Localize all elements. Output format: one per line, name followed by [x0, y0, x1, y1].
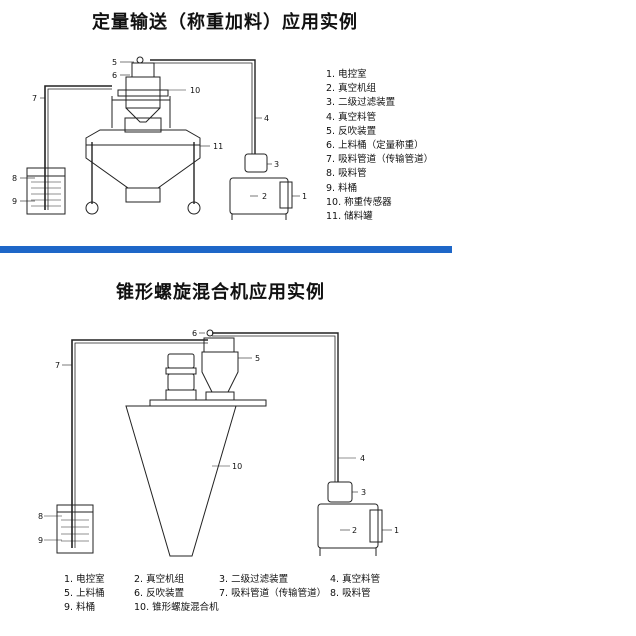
legend-item: 4. 真空料管 [326, 111, 377, 123]
callout-6: 6 [112, 71, 117, 80]
legend-item: 5. 上料桶 [64, 588, 105, 599]
vacuum-unit-2b [317, 503, 379, 549]
callout-11: 11 [213, 142, 223, 151]
feeding-hopper-6 [131, 62, 155, 78]
callout-3b: 3 [361, 488, 366, 497]
legend-item: 10. 称重传感器 [326, 196, 392, 208]
legend-item: 11. 储料罐 [326, 211, 373, 223]
legend-item: 7. 吸料管道（传输管道） [326, 154, 434, 166]
callout-2b: 2 [352, 526, 357, 535]
callout-8b: 8 [38, 512, 43, 521]
callout-3: 3 [274, 160, 279, 169]
callout-9: 9 [12, 197, 17, 206]
callout-2: 2 [262, 192, 267, 201]
legend-item: 1. 电控室 [64, 574, 105, 585]
legend-item: 8. 吸料管 [330, 588, 371, 599]
suction-pipe-7 [44, 85, 112, 210]
legend-item: 10. 锥形螺旋混合机 [134, 602, 219, 613]
callout-9b: 9 [38, 536, 43, 545]
callout-6b: 6 [192, 329, 197, 338]
page-title-bottom: 锥形螺旋混合机应用实例 [116, 282, 325, 303]
legend-item: 6. 上料桶（定量称重） [326, 140, 424, 152]
vacuum-pipe-4 [150, 59, 256, 154]
legend-item: 9. 料桶 [326, 182, 358, 194]
legend-item: 4. 真空料管 [330, 574, 381, 585]
callout-4b: 4 [360, 454, 365, 463]
backflush-valve-6b [206, 329, 214, 337]
callout-4: 4 [264, 114, 269, 123]
legend-item: 1. 电控室 [326, 69, 367, 80]
feeding-hopper-5b [201, 351, 239, 393]
legend-item: 6. 反吹装置 [134, 588, 185, 599]
callout-10b: 10 [232, 462, 242, 471]
page-title-top: 定量输送（称重加料）应用实例 [92, 12, 358, 33]
vacuum-unit-2 [229, 177, 289, 215]
storage-tank-11 [85, 129, 201, 189]
legend-item: 7. 吸料管道（传输管道） [219, 588, 327, 599]
callout-1: 1 [302, 192, 307, 201]
legend-item: 2. 真空机组 [326, 83, 377, 95]
legend-item: 8. 吸料管 [326, 168, 367, 180]
secondary-filter-3b [327, 481, 353, 503]
legend-diagram-2: 1. 电控室 2. 真空机组 3. 二级过滤装置 4. 真空料管 5. 上料桶 … [64, 573, 624, 615]
callout-5b: 5 [255, 354, 260, 363]
legend-item: 9. 料桶 [64, 602, 96, 613]
callout-8: 8 [12, 174, 17, 183]
callout-10: 10 [190, 86, 200, 95]
callout-1b: 1 [394, 526, 399, 535]
vacuum-pipe-4b [212, 332, 339, 482]
legend-item: 3. 二级过滤装置 [326, 97, 396, 109]
legend-item: 3. 二级过滤装置 [219, 574, 289, 585]
callout-7b: 7 [55, 361, 60, 370]
backflush-valve-5 [136, 56, 144, 64]
section-divider [0, 246, 452, 253]
cone-screw-mixer-10 [125, 405, 237, 557]
legend-item: 2. 真空机组 [134, 574, 185, 585]
callout-7: 7 [32, 94, 37, 103]
legend-item: 5. 反吹装置 [326, 125, 377, 137]
material-bucket-9 [26, 167, 66, 215]
callout-5: 5 [112, 58, 117, 67]
legend-diagram-1: 1. 电控室 2. 真空机组 3. 二级过滤装置 4. 真空料管 5. 反吹装置… [326, 68, 433, 224]
secondary-filter-3 [244, 153, 268, 173]
suction-pipe-7b [71, 339, 208, 548]
